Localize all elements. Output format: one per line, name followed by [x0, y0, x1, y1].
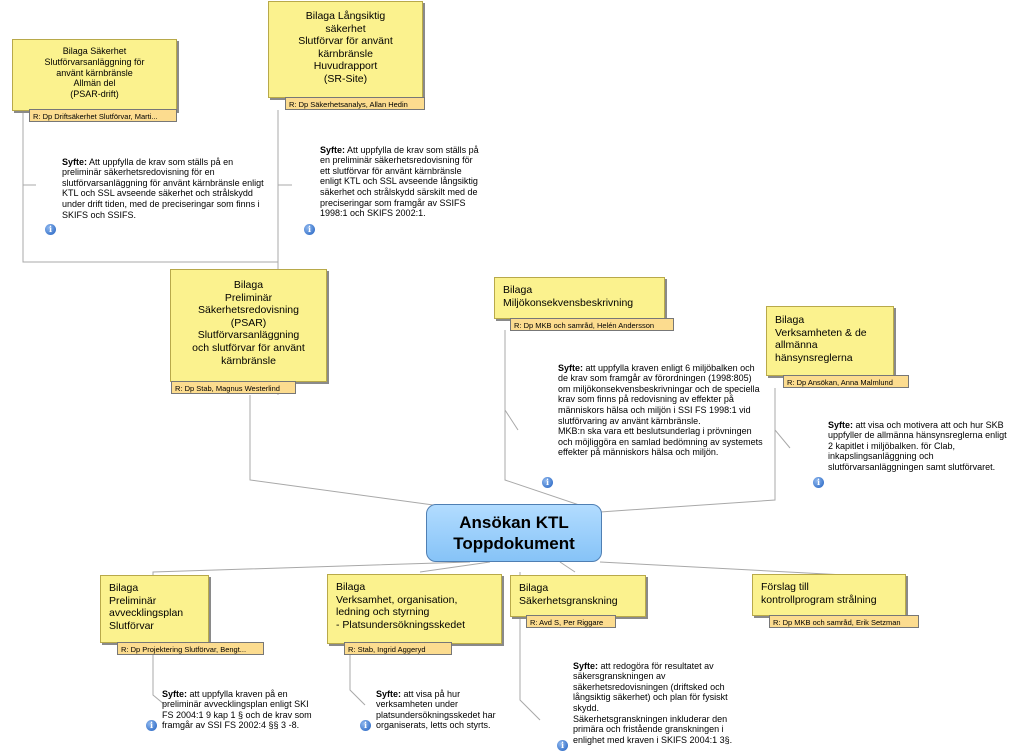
node-avvecklingsplan[interactable]: Bilaga Preliminär avvecklingsplan Slutfö… [100, 575, 209, 643]
purpose-note: Syfte: Att uppfylla de krav som ställs p… [62, 146, 274, 220]
responsible-label: R: Stab, Ingrid Aggeryd [344, 642, 452, 655]
purpose-text: att redogöra för resultatet av säkersgra… [573, 660, 733, 745]
responsible-label: R: Dp Driftsäkerhet Slutförvar, Marti... [29, 109, 177, 122]
responsible-label: R: Avd S, Per Riggare [526, 615, 616, 628]
purpose-label: Syfte: [558, 362, 584, 373]
purpose-note: Syfte: att visa på hur verksamheten unde… [376, 678, 498, 731]
node-psar-drift[interactable]: Bilaga Säkerhet Slutförvarsanläggning fö… [12, 39, 177, 111]
node-title: Bilaga Preliminär Säkerhetsredovisning (… [192, 279, 305, 367]
purpose-note: Syfte: att visa och motivera att och hur… [828, 409, 1008, 473]
node-title: Förslag till kontrollprogram strålning [761, 581, 877, 606]
node-mkb[interactable]: Bilaga Miljökonsekvensbeskrivning [494, 277, 665, 319]
purpose-label: Syfte: [828, 419, 854, 430]
info-icon[interactable]: i [557, 740, 568, 751]
info-icon[interactable]: i [813, 477, 824, 488]
node-sr-site[interactable]: Bilaga Långsiktig säkerhet Slutförvar fö… [268, 1, 423, 98]
purpose-label: Syfte: [162, 688, 188, 699]
info-icon[interactable]: i [45, 224, 56, 235]
info-icon[interactable]: i [542, 477, 553, 488]
responsible-label: R: Dp Ansökan, Anna Malmlund [783, 375, 909, 388]
node-psar[interactable]: Bilaga Preliminär Säkerhetsredovisning (… [170, 269, 327, 382]
purpose-label: Syfte: [376, 688, 402, 699]
purpose-label: Syfte: [62, 156, 88, 167]
purpose-label: Syfte: [320, 144, 346, 155]
responsible-label: R: Dp Projektering Slutförvar, Bengt... [117, 642, 264, 655]
purpose-text: att uppfylla kraven på en preliminär avv… [162, 688, 312, 731]
node-kontrollprogram[interactable]: Förslag till kontrollprogram strålning [752, 574, 906, 616]
responsible-label: R: Dp Stab, Magnus Westerlind [171, 381, 296, 394]
responsible-label: R: Dp MKB och samråd, Helén Andersson [510, 318, 674, 331]
purpose-note: Syfte: att redogöra för resultatet av sä… [573, 650, 748, 745]
purpose-text: att visa och motivera att och hur SKB up… [828, 419, 1007, 472]
purpose-text: att visa på hur verksamheten under plats… [376, 688, 496, 731]
info-icon[interactable]: i [360, 720, 371, 731]
purpose-note: Syfte: Att uppfylla de krav som ställs p… [320, 134, 480, 219]
root-node[interactable]: Ansökan KTL Toppdokument [426, 504, 602, 562]
purpose-note: Syfte: att uppfylla kraven på en prelimi… [162, 678, 312, 731]
node-title: Bilaga Miljökonsekvensbeskrivning [503, 284, 634, 309]
info-icon[interactable]: i [304, 224, 315, 235]
node-verksamheten[interactable]: Bilaga Verksamheten & de allmänna hänsyn… [766, 306, 894, 376]
purpose-note: Syfte: att uppfylla kraven enligt 6 milj… [558, 352, 763, 458]
purpose-text: Att uppfylla de krav som ställs på en pr… [62, 156, 264, 220]
node-sakerhetsgranskning[interactable]: Bilaga Säkerhetsgranskning [510, 575, 646, 617]
node-title: Bilaga Preliminär avvecklingsplan Slutfö… [109, 582, 184, 632]
node-title: Bilaga Säkerhet Slutförvarsanläggning fö… [44, 46, 145, 100]
info-icon[interactable]: i [146, 720, 157, 731]
responsible-label: R: Dp Säkerhetsanalys, Allan Hedin [285, 97, 425, 110]
responsible-label: R: Dp MKB och samråd, Erik Setzman [769, 615, 919, 628]
purpose-label: Syfte: [573, 660, 599, 671]
node-title: Bilaga Säkerhetsgranskning [519, 582, 618, 607]
node-title: Bilaga Verksamheten & de allmänna hänsyn… [775, 314, 867, 364]
node-title: Bilaga Verksamhet, organisation, ledning… [336, 581, 465, 631]
node-organisation[interactable]: Bilaga Verksamhet, organisation, ledning… [327, 574, 502, 644]
purpose-text: att uppfylla kraven enligt 6 miljöbalken… [558, 362, 763, 458]
purpose-text: Att uppfylla de krav som ställs på en pr… [320, 144, 479, 219]
node-title: Bilaga Långsiktig säkerhet Slutförvar fö… [298, 10, 393, 85]
